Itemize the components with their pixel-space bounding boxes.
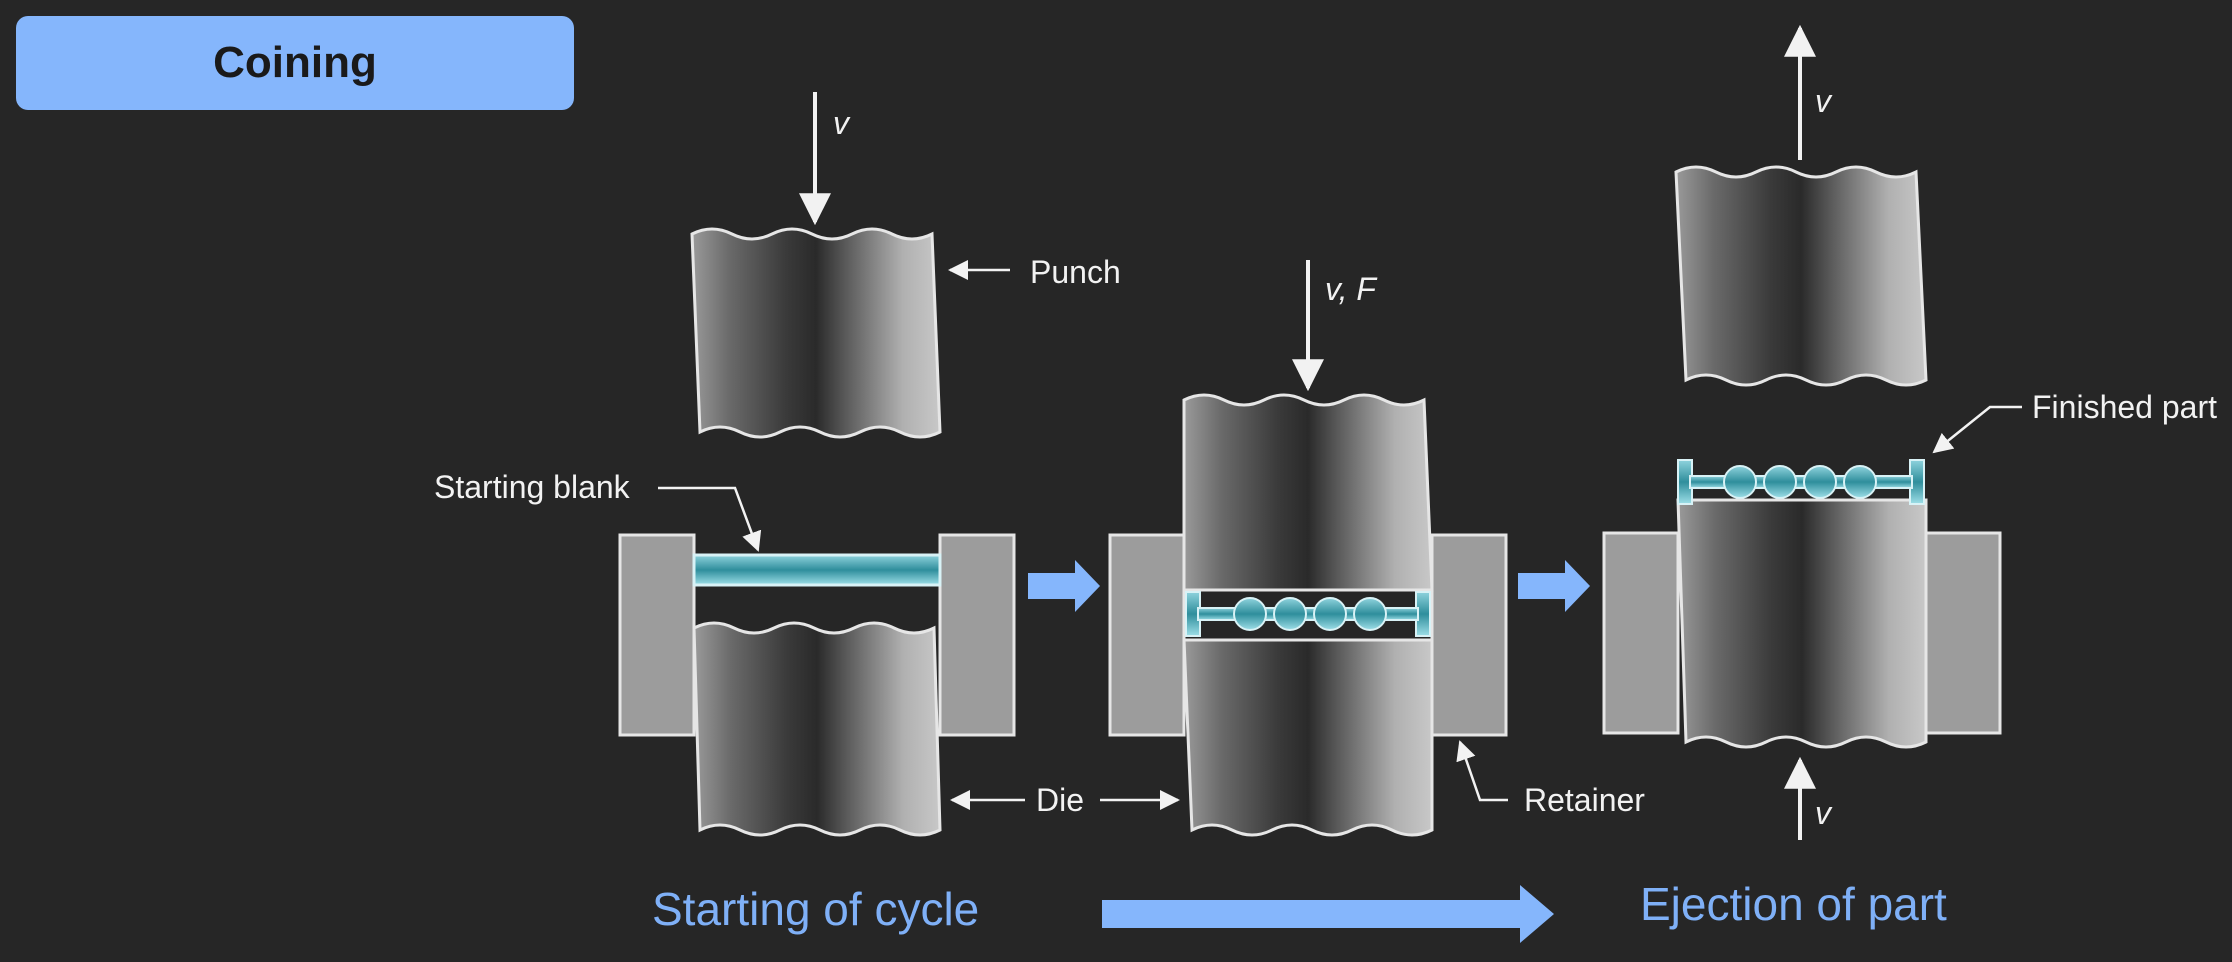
velocity-label-stage-3-bottom: v <box>1815 795 1833 831</box>
finished-part-leader <box>1932 405 2022 454</box>
punch-stage-1 <box>690 227 942 439</box>
stage-2 <box>1108 260 1508 837</box>
caption-start: Starting of cycle <box>652 883 979 935</box>
punch-label: Punch <box>1030 254 1121 290</box>
starting-blank-leader <box>658 486 762 552</box>
finished-part-label: Finished part <box>2032 389 2217 425</box>
coined-part-stage-2 <box>1185 591 1431 637</box>
retainer-right-stage-3 <box>1924 531 2002 735</box>
punch-stage-2 <box>1182 393 1434 592</box>
retainer-left-stage-3 <box>1602 531 1680 735</box>
die-stage-2 <box>1182 638 1434 837</box>
punch-stage-3 <box>1674 165 1928 387</box>
retainer-right-stage-2 <box>1430 533 1508 737</box>
finished-part <box>1677 459 1925 505</box>
retainer-left-stage-2 <box>1108 533 1186 737</box>
title-tab: Coining <box>16 16 574 110</box>
caption-end: Ejection of part <box>1640 878 1947 930</box>
retainer-leader <box>1456 740 1508 802</box>
process-arrow-1 <box>1028 560 1100 612</box>
velocity-label-stage-1: v <box>833 105 851 141</box>
velocity-force-label: v, F <box>1325 271 1378 307</box>
starting-blank-label: Starting blank <box>434 469 631 505</box>
stage-1 <box>618 92 1016 837</box>
starting-blank <box>692 553 942 587</box>
retainer-label: Retainer <box>1524 782 1645 818</box>
die-stage-3 <box>1676 498 1928 749</box>
die-label: Die <box>1036 782 1084 818</box>
retainer-left-stage-1 <box>618 533 696 737</box>
die-stage-1 <box>692 621 942 837</box>
cycle-arrow <box>1102 885 1554 943</box>
process-arrow-2 <box>1518 560 1590 612</box>
retainer-right-stage-1 <box>938 533 1016 737</box>
velocity-label-stage-3-top: v <box>1815 83 1833 119</box>
stage-3 <box>1602 24 2002 840</box>
